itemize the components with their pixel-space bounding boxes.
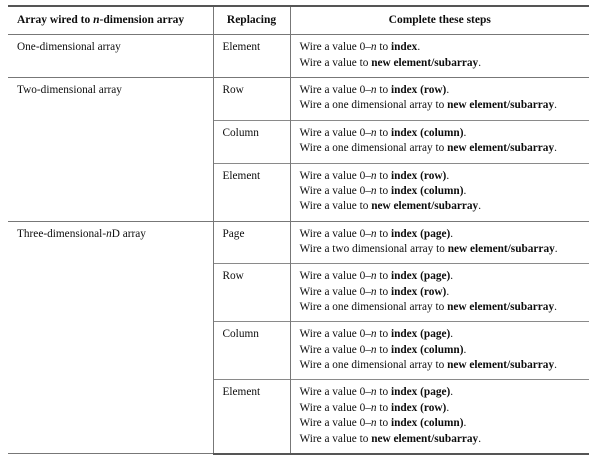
array-replace-table: Array wired to n-dimension array Replaci…: [8, 5, 589, 455]
step-keyword: index (page): [390, 386, 451, 399]
italic-n: n: [370, 84, 377, 97]
replacing-cell: Column: [212, 119, 290, 164]
italic-n: n: [370, 227, 377, 240]
step-keyword: index (row): [390, 169, 447, 182]
step-line: Wire a value 0–n to index (column).: [299, 184, 467, 197]
step-keyword: index (page): [390, 328, 451, 341]
step-line: Wire a value 0–n to index (row).: [299, 169, 450, 182]
column-header-steps: Complete these steps: [289, 5, 589, 36]
replacing-cell: Element: [212, 162, 290, 222]
dimension-cell: One-dimensional array: [8, 34, 213, 79]
step-line: Wire a value 0–n to index (page).: [299, 386, 454, 399]
step-keyword: index (page): [390, 270, 451, 283]
step-keyword: index (row): [390, 84, 447, 97]
italic-n: n: [370, 270, 377, 283]
step-line: Wire a one dimensional array to new elem…: [299, 301, 557, 314]
dimension-label: One-dimensional array: [17, 41, 121, 54]
header-italic-n: n: [93, 14, 100, 26]
replacing-cell: Row: [212, 263, 290, 322]
step-keyword: index: [390, 41, 418, 54]
replacing-cell: Page: [212, 220, 290, 264]
replacing-cell: Element: [212, 379, 290, 455]
step-keyword: new element/subarray: [371, 432, 479, 445]
step-line: Wire a value 0–n to index (page).: [299, 270, 454, 283]
step-line: Wire a one dimensional array to new elem…: [299, 359, 557, 372]
italic-n: n: [370, 184, 377, 197]
header-row: Array wired to n-dimension array Replaci…: [8, 5, 589, 36]
step-keyword: index (column): [390, 184, 464, 197]
column-header-replacing: Replacing: [212, 5, 290, 36]
step-line: Wire a value 0–n to index.: [299, 41, 421, 54]
italic-n: n: [370, 169, 377, 182]
step-keyword: index (column): [390, 126, 464, 139]
array-replace-table-container: Array wired to n-dimension array Replaci…: [8, 5, 589, 455]
steps-cell: Wire a value 0–n to index (column). Wire …: [289, 119, 589, 164]
step-line: Wire a value to new element/subarray.: [299, 200, 482, 213]
italic-n: n: [370, 126, 377, 139]
steps-cell: Wire a value 0–n to index (row). Wire a v…: [289, 162, 589, 222]
column-header-dimension: Array wired to n-dimension array: [8, 5, 213, 36]
step-line: Wire a value 0–n to index (row).: [299, 401, 450, 414]
italic-n: n: [370, 285, 377, 298]
dimension-label: Two-dimensional array: [17, 84, 122, 97]
step-keyword: index (column): [390, 417, 464, 430]
italic-n: n: [106, 227, 112, 240]
steps-cell: Wire a value 0–n to index. Wire a value t…: [289, 34, 589, 78]
table-header: Array wired to n-dimension array Replaci…: [8, 5, 589, 36]
replacing-cell: Element: [212, 34, 290, 78]
italic-n: n: [370, 417, 377, 430]
step-keyword: index (row): [390, 285, 447, 298]
replacing-cell: Row: [212, 77, 290, 121]
step-line: Wire a value 0–n to index (page).: [299, 227, 454, 240]
step-line: Wire a value 0–n to index (column).: [299, 417, 467, 430]
step-line: Wire a value 0–n to index (row).: [299, 84, 450, 97]
step-line: Wire a value to new element/subarray.: [299, 56, 482, 69]
steps-cell: Wire a value 0–n to index (row). Wire a o…: [289, 77, 589, 121]
step-keyword: new element/subarray: [447, 301, 555, 314]
italic-n: n: [370, 328, 377, 341]
replacing-cell: Column: [212, 321, 290, 380]
step-keyword: index (column): [390, 343, 464, 356]
step-line: Wire a value to new element/subarray.: [299, 432, 482, 445]
italic-n: n: [370, 401, 377, 414]
italic-n: n: [370, 343, 377, 356]
step-line: Wire a one dimensional array to new elem…: [299, 142, 557, 155]
dimension-label: Three-dimensional-nD array: [17, 227, 146, 240]
step-keyword: new element/subarray: [447, 142, 555, 155]
step-keyword: new element/subarray: [447, 99, 555, 112]
step-line: Wire a value 0–n to index (column).: [299, 126, 467, 139]
step-keyword: index (page): [390, 227, 451, 240]
step-keyword: new element/subarray: [447, 242, 555, 255]
italic-n: n: [370, 386, 377, 399]
steps-cell: Wire a value 0–n to index (page). Wire a …: [289, 379, 589, 455]
dimension-cell: Three-dimensional-nD array: [8, 220, 213, 455]
dimension-cell: Two-dimensional array: [8, 77, 213, 222]
steps-cell: Wire a value 0–n to index (page). Wire a …: [289, 220, 589, 264]
steps-cell: Wire a value 0–n to index (page). Wire a …: [289, 321, 589, 380]
step-line: Wire a value 0–n to index (row).: [299, 285, 450, 298]
step-keyword: new element/subarray: [371, 56, 479, 69]
step-keyword: new element/subarray: [447, 359, 555, 372]
steps-cell: Wire a value 0–n to index (page). Wire a …: [289, 263, 589, 322]
step-line: Wire a value 0–n to index (page).: [299, 328, 454, 341]
step-line: Wire a value 0–n to index (column).: [299, 343, 467, 356]
step-line: Wire a two dimensional array to new elem…: [299, 242, 558, 255]
page-root: Array wired to n-dimension array Replaci…: [8, 5, 589, 455]
italic-n: n: [370, 41, 377, 54]
step-line: Wire a one dimensional array to new elem…: [299, 99, 557, 112]
step-keyword: index (row): [390, 401, 447, 414]
step-keyword: new element/subarray: [371, 200, 479, 213]
